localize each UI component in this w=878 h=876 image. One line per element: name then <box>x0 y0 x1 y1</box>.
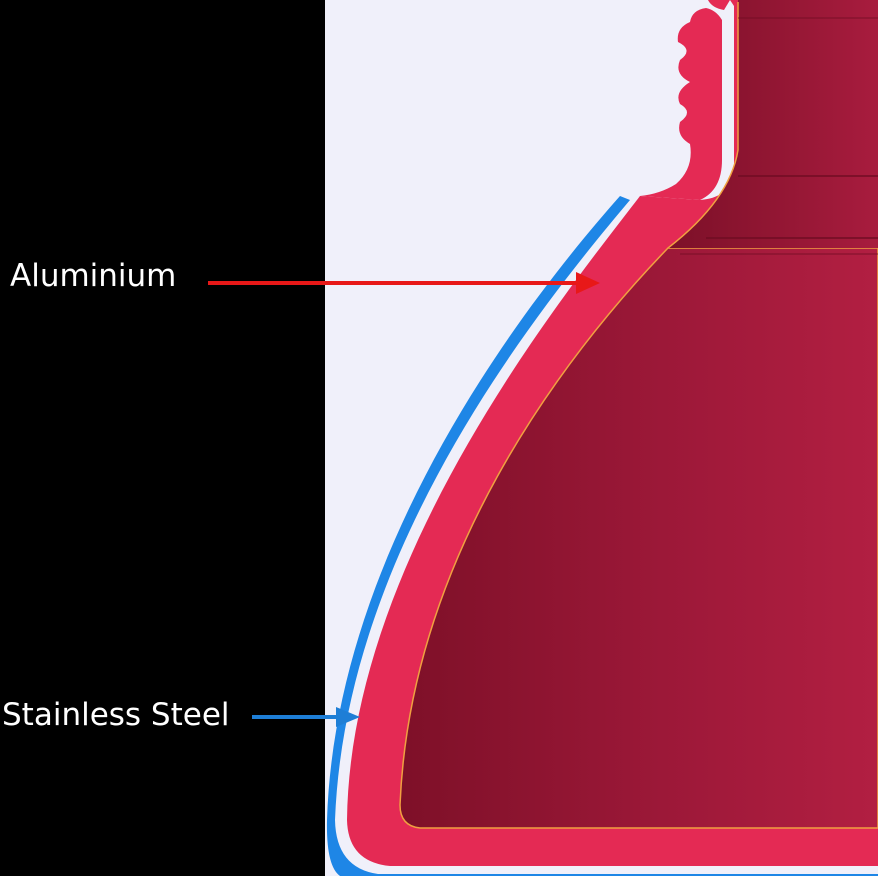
left-black-panel <box>0 0 325 876</box>
stainless-steel-arrow-head <box>336 707 360 727</box>
aluminium-label: Aluminium <box>10 258 177 294</box>
aluminium-arrow-head <box>576 272 600 294</box>
neck-interior <box>668 0 878 248</box>
aluminium-neck-threads <box>640 8 722 200</box>
neck-inner-outline <box>667 2 739 249</box>
neck-top-notch <box>708 0 730 10</box>
vessel-interior <box>399 247 878 829</box>
stainless-steel-label: Stainless Steel <box>2 697 230 733</box>
